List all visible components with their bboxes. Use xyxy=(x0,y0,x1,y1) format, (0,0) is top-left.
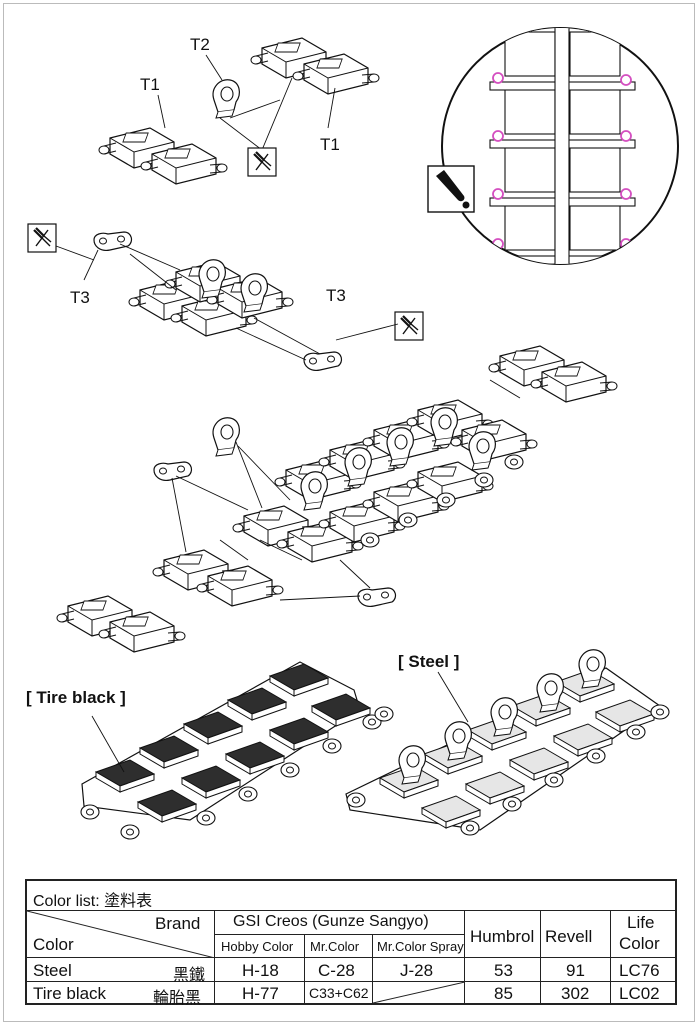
gsi-header-cell xyxy=(215,911,465,935)
row-steel-mrcolor: C-28 xyxy=(318,961,355,980)
row-steel-name-cn: 黑鐵 xyxy=(173,967,206,984)
row-tire-spray-empty xyxy=(373,982,465,1003)
detail-magnified-view xyxy=(441,27,679,265)
gsi-header: GSI Creos (Gunze Sangyo) xyxy=(233,913,429,930)
label-t3-left: T3 xyxy=(70,288,90,307)
life-header-2: Color xyxy=(619,934,660,953)
nipper-cut-icon-right xyxy=(393,310,425,342)
row-steel-life: LC76 xyxy=(619,961,660,980)
row-steel-revell: 91 xyxy=(566,961,585,980)
row-tire-life: LC02 xyxy=(619,984,660,1003)
row-tire-mrcolor-cell xyxy=(305,982,373,1003)
t3-connector-right xyxy=(303,351,343,371)
step1-leader-lines xyxy=(157,54,336,151)
nipper-cut-icon-left xyxy=(26,222,58,254)
revell-header: Revell xyxy=(545,927,593,946)
humbrol-header: Humbrol xyxy=(470,927,535,946)
label-t3-right: T3 xyxy=(326,286,346,305)
mr-color-spray-header: Mr.Color Spray xyxy=(377,939,464,954)
humbrol-header-cell xyxy=(465,911,541,958)
hobby-color-header: Hobby Color xyxy=(221,939,294,954)
steel-track xyxy=(345,649,670,836)
step3-leader-lines xyxy=(171,379,521,601)
nipper-cut-icon xyxy=(246,146,278,178)
label-tire-black: [ Tire black ] xyxy=(26,688,126,707)
life-header-cell xyxy=(611,911,675,958)
table-row xyxy=(27,982,215,1003)
label-steel: [ Steel ] xyxy=(398,652,460,671)
caution-exclamation-icon xyxy=(427,165,475,213)
page-border xyxy=(3,3,695,1022)
row-steel-hobby-cell xyxy=(215,958,305,982)
row-tire-name-cn: 輪胎黑 xyxy=(153,990,202,1007)
row-tire-revell-cell xyxy=(541,982,611,1003)
mrcolor-header-cell xyxy=(305,935,373,958)
label-t1-right: T1 xyxy=(320,135,340,154)
label-t2: T2 xyxy=(190,35,210,54)
row-steel-life-cell xyxy=(611,958,675,982)
row-steel-spray-cell xyxy=(373,958,465,982)
row-steel-name: Steel xyxy=(33,961,72,980)
header-diagonal xyxy=(27,911,215,958)
row-tire-humbrol-cell xyxy=(465,982,541,1003)
row-tire-mrcolor: C33+C62 xyxy=(309,985,369,1001)
step3-assembly xyxy=(56,345,618,653)
row-tire-hobby: H-77 xyxy=(242,984,279,1003)
table-row xyxy=(27,958,215,982)
step1-links xyxy=(98,37,380,185)
color-list-table: Color list: 塗料表 Brand Color GSI Creos (G… xyxy=(25,879,677,1007)
row-tire-hobby-cell xyxy=(215,982,305,1003)
row-tire-revell: 302 xyxy=(561,984,590,1003)
t2-guide-horn xyxy=(212,79,240,119)
brand-header: Brand xyxy=(155,914,201,933)
tire-black-track xyxy=(80,661,394,840)
steel-leader xyxy=(437,671,469,723)
hobby-header-cell xyxy=(215,935,305,958)
t3-connector-left xyxy=(93,231,133,251)
row-steel-revell-cell xyxy=(541,958,611,982)
mr-color-header: Mr.Color xyxy=(310,939,360,954)
row-steel-mrcolor-cell xyxy=(305,958,373,982)
table-title-row xyxy=(27,881,675,911)
row-tire-spray-cell xyxy=(373,982,465,1003)
step2-leader-lines xyxy=(55,243,399,361)
row-steel-humbrol: 53 xyxy=(494,961,513,980)
row-steel-humbrol-cell xyxy=(465,958,541,982)
revell-header-cell xyxy=(541,911,611,958)
table-title: Color list: 塗料表 xyxy=(33,893,153,910)
color-header: Color xyxy=(33,935,74,954)
row-tire-humbrol: 85 xyxy=(494,984,513,1003)
row-steel-spray: J-28 xyxy=(400,961,434,980)
row-tire-name: Tire black xyxy=(33,984,107,1003)
brand-color-header-cell xyxy=(27,911,215,958)
spray-header-cell xyxy=(373,935,465,958)
label-t1-left: T1 xyxy=(140,75,160,94)
life-header-1: Life xyxy=(627,913,655,932)
tire-black-leader xyxy=(91,715,125,773)
row-steel-hobby: H-18 xyxy=(242,961,279,980)
